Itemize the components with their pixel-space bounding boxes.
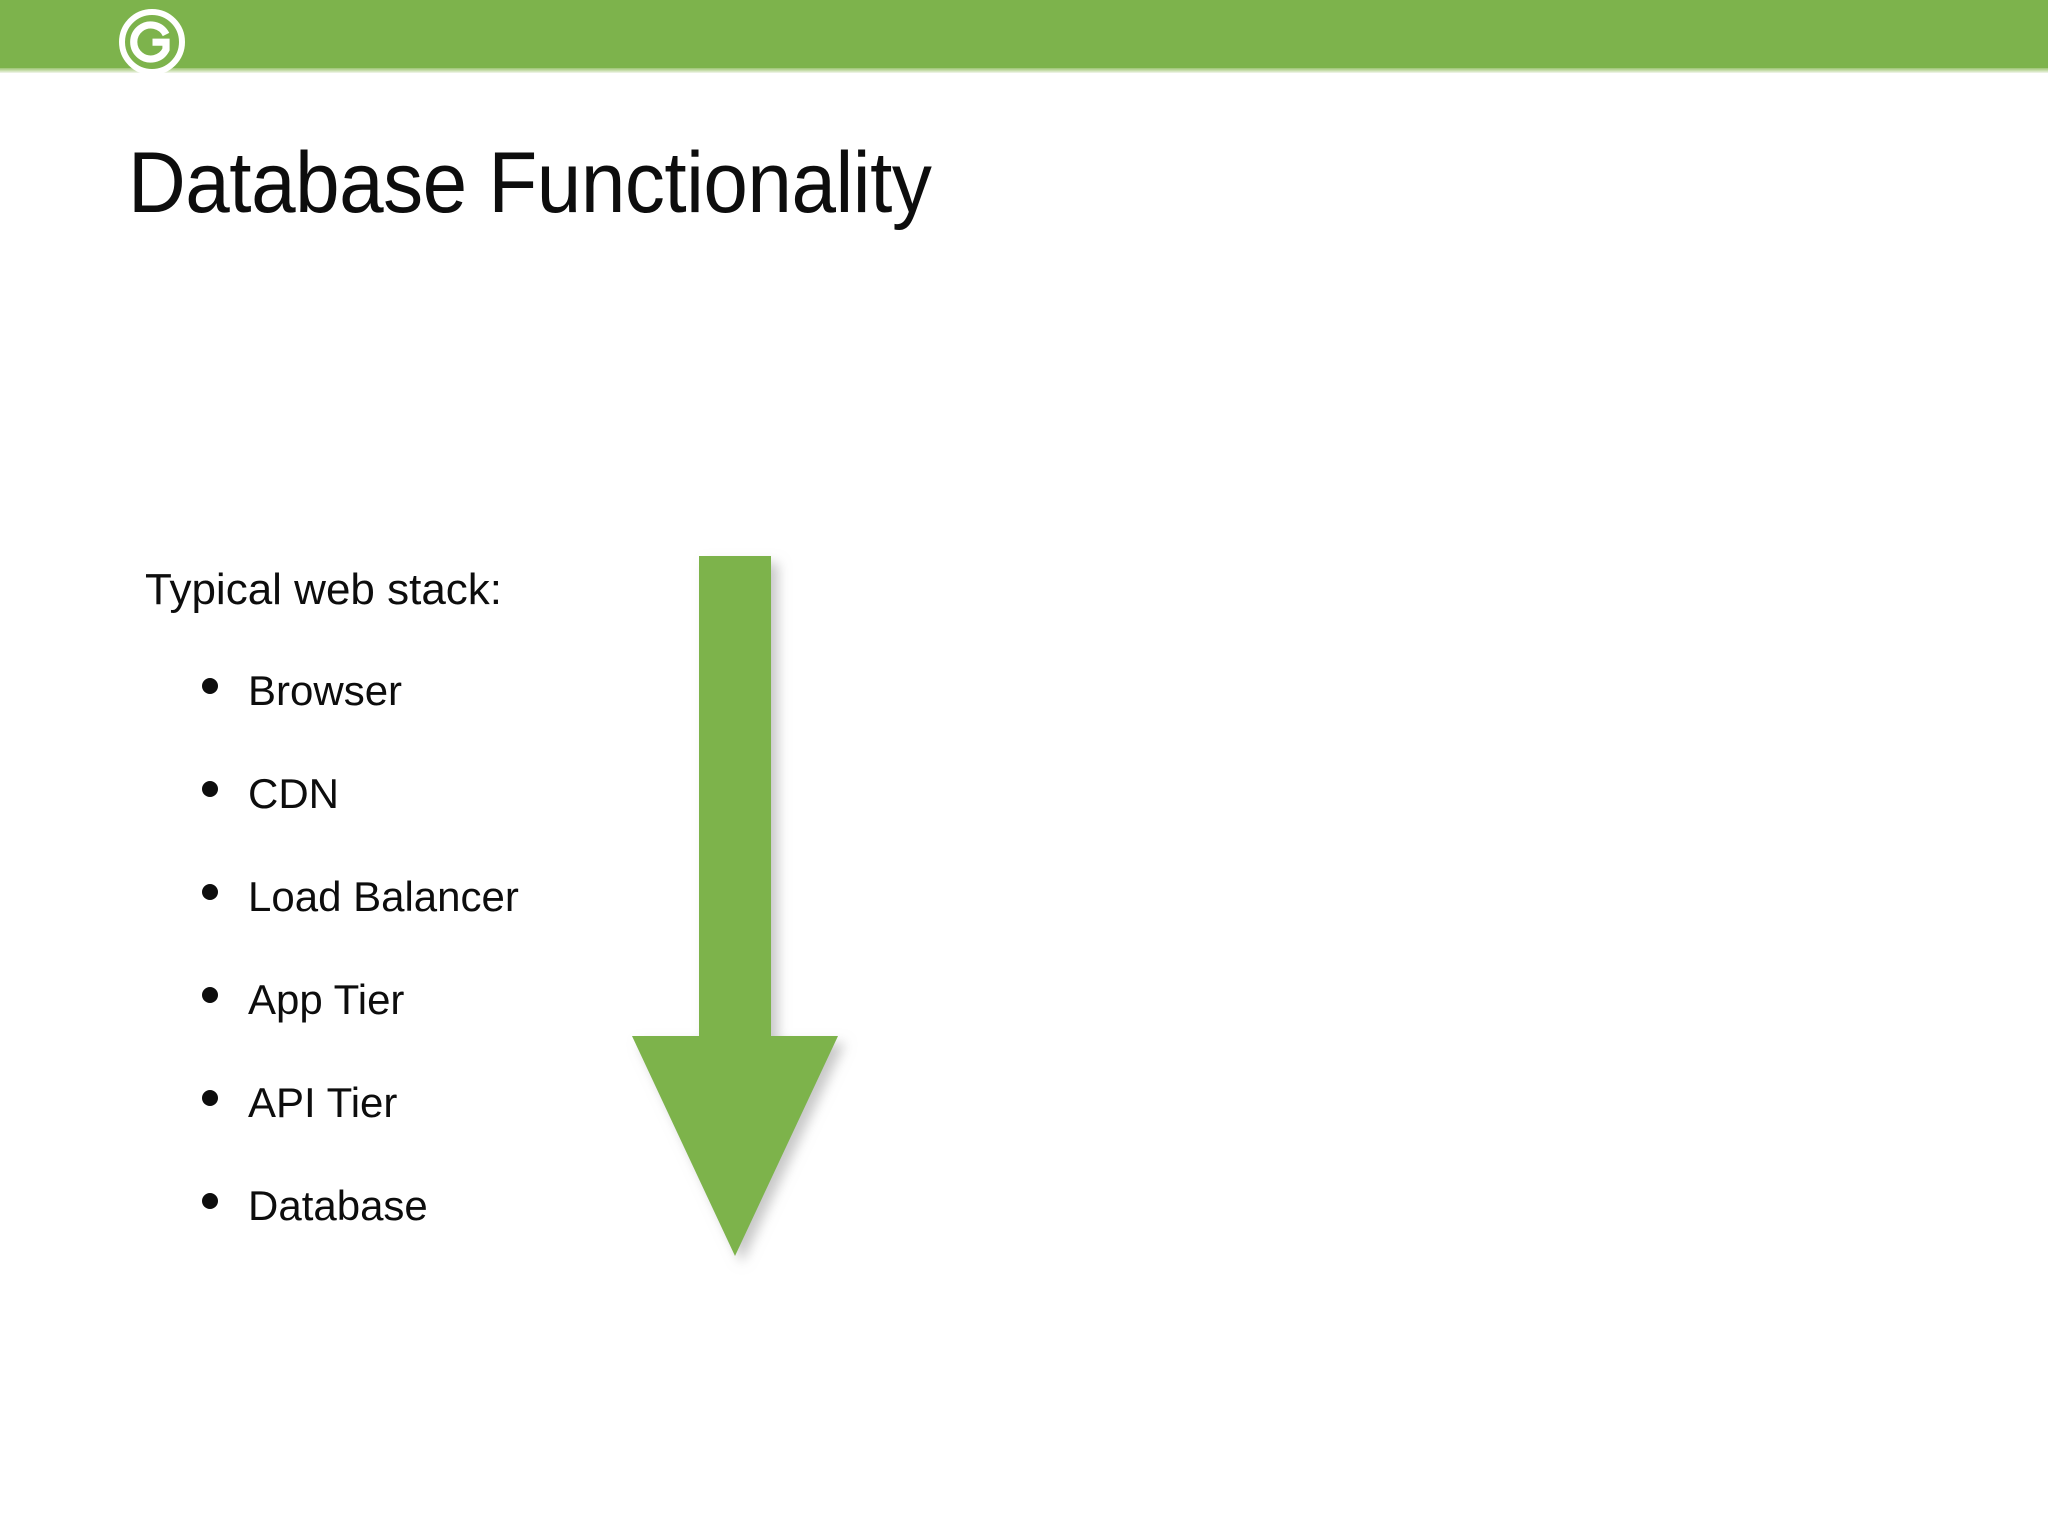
stack-bullet-list: Browser CDN Load Balancer App Tier API T… [140, 670, 700, 1227]
list-item: CDN [140, 773, 700, 815]
page-title: Database Functionality [128, 135, 932, 231]
g-logo-icon [118, 8, 186, 76]
list-item-label: API Tier [248, 1079, 398, 1126]
down-arrow-graphic [620, 556, 850, 1266]
list-item: Browser [140, 670, 700, 712]
bullet-dot-icon [202, 1193, 218, 1209]
list-item: API Tier [140, 1082, 700, 1124]
list-item: App Tier [140, 979, 700, 1021]
bullet-dot-icon [202, 678, 218, 694]
list-item-label: Database [248, 1182, 428, 1229]
list-item: Database [140, 1185, 700, 1227]
lead-text: Typical web stack: [145, 565, 503, 614]
header-band-bottom-edge [0, 68, 2048, 73]
header-band [0, 0, 2048, 68]
list-item-label: Load Balancer [248, 873, 519, 920]
list-item-label: App Tier [248, 976, 405, 1023]
bullet-dot-icon [202, 987, 218, 1003]
list-item-label: CDN [248, 770, 339, 817]
bullet-dot-icon [202, 1090, 218, 1106]
list-item-label: Browser [248, 667, 403, 714]
bullet-dot-icon [202, 781, 218, 797]
bullet-dot-icon [202, 884, 218, 900]
list-item: Load Balancer [140, 876, 700, 918]
body-content: Typical web stack: Browser CDN Load Bala… [140, 568, 700, 1227]
